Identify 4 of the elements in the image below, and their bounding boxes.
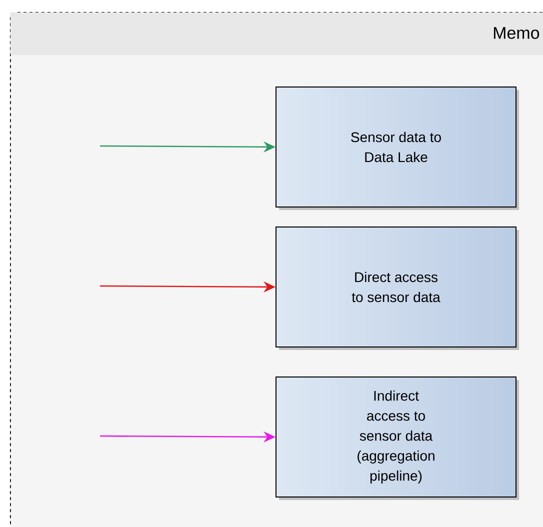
process-box: Indirect access to sensor data (aggregation pipeline) xyxy=(276,376,519,500)
process-box: Direct access to sensor data xyxy=(276,226,519,350)
panel-header: Memo xyxy=(10,12,543,55)
process-box: Sensor data to Data Lake xyxy=(276,86,519,210)
